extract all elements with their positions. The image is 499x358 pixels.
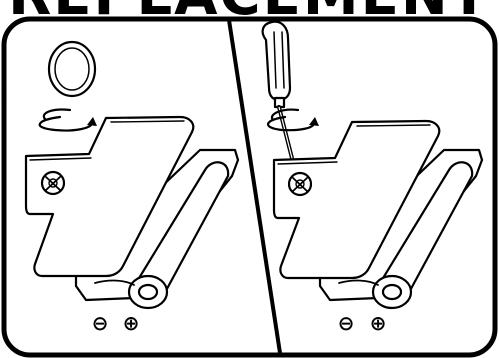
panel-right: ⊖ ⊕ xyxy=(261,20,484,335)
screwdriver-icon xyxy=(261,20,297,172)
battery-icon xyxy=(338,161,474,310)
plus-symbol: ⊕ xyxy=(370,311,387,335)
screw-icon xyxy=(287,171,313,197)
minus-symbol: ⊖ xyxy=(92,311,109,335)
battery-cover xyxy=(272,119,441,280)
outer-frame xyxy=(1,16,498,358)
battery-icon xyxy=(94,161,230,310)
coin-icon xyxy=(47,40,97,98)
rotation-arrow-icon xyxy=(267,108,319,132)
panel-left: ⊖ ⊕ xyxy=(24,40,240,335)
page-title: REPLACEMENT xyxy=(8,0,490,28)
minus-symbol: ⊖ xyxy=(338,311,355,335)
screw-icon xyxy=(40,170,66,196)
plus-symbol: ⊕ xyxy=(123,311,140,335)
rotation-arrow-icon xyxy=(38,108,97,132)
panel-divider xyxy=(227,18,282,355)
battery-cover xyxy=(24,115,195,278)
